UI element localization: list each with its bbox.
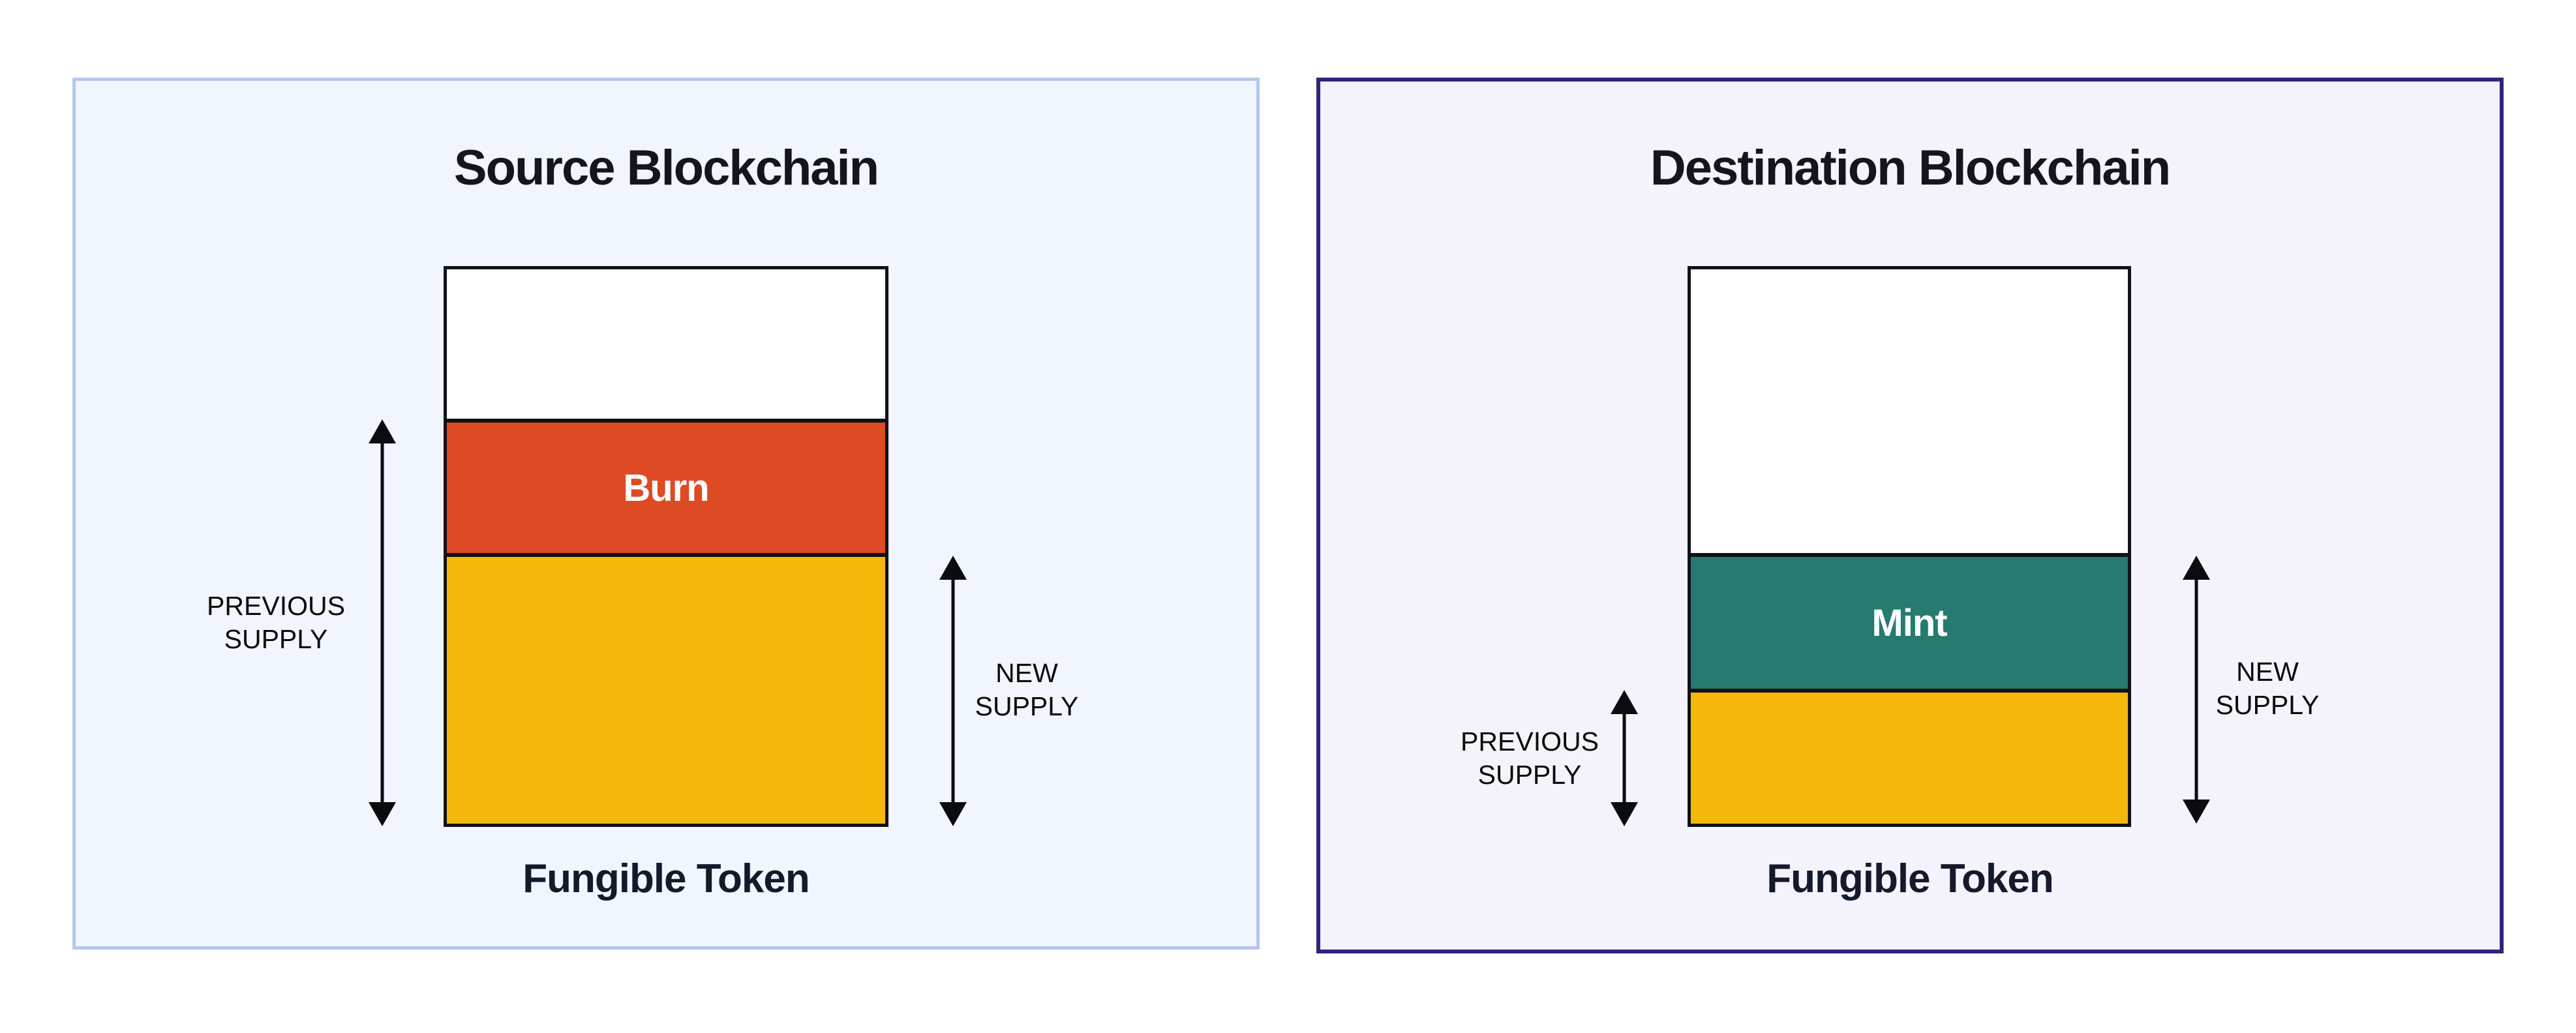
source-panel-title: Source Blockchain: [453, 140, 879, 196]
arrow-shaft: [951, 575, 955, 807]
source-new-supply-arrow: [939, 556, 967, 826]
label-line: PREVIOUS: [1461, 726, 1599, 757]
label-line: NEW: [2236, 657, 2299, 687]
label-line: SUPPLY: [1477, 760, 1582, 790]
destination-token-bar: Mint: [1688, 266, 2131, 827]
burn-segment: Burn: [447, 419, 885, 553]
burn-segment-label: Burn: [623, 466, 709, 509]
destination-panel-title: Destination Blockchain: [1650, 140, 2171, 196]
source-new-supply-label: NEW SUPPLY: [975, 657, 1079, 723]
source-previous-supply-label: PREVIOUS SUPPLY: [207, 590, 345, 656]
source-previous-supply-arrow: [368, 419, 397, 826]
arrow-shaft: [2194, 575, 2198, 804]
destination-previous-supply-segment: [1691, 689, 2128, 824]
source-remaining-supply-segment: [447, 553, 885, 824]
source-token-bar: Burn: [444, 266, 888, 827]
source-empty-segment: [447, 269, 885, 419]
mint-segment: Mint: [1691, 553, 2128, 689]
label-line: SUPPLY: [2215, 690, 2320, 720]
mint-segment-label: Mint: [1871, 601, 1947, 644]
label-line: PREVIOUS: [207, 591, 345, 621]
destination-previous-supply-arrow: [1610, 690, 1639, 826]
destination-fungible-token-caption: Fungible Token: [1766, 856, 2054, 901]
label-line: SUPPLY: [224, 624, 328, 654]
label-line: SUPPLY: [975, 691, 1079, 721]
destination-new-supply-label: NEW SUPPLY: [2216, 655, 2320, 722]
destination-new-supply-arrow: [2182, 556, 2211, 824]
destination-empty-segment: [1691, 269, 2128, 553]
arrow-shaft: [1622, 710, 1626, 807]
arrow-shaft: [380, 439, 384, 807]
destination-previous-supply-label: PREVIOUS SUPPLY: [1461, 725, 1599, 792]
label-line: NEW: [995, 658, 1058, 689]
source-fungible-token-caption: Fungible Token: [523, 856, 810, 901]
